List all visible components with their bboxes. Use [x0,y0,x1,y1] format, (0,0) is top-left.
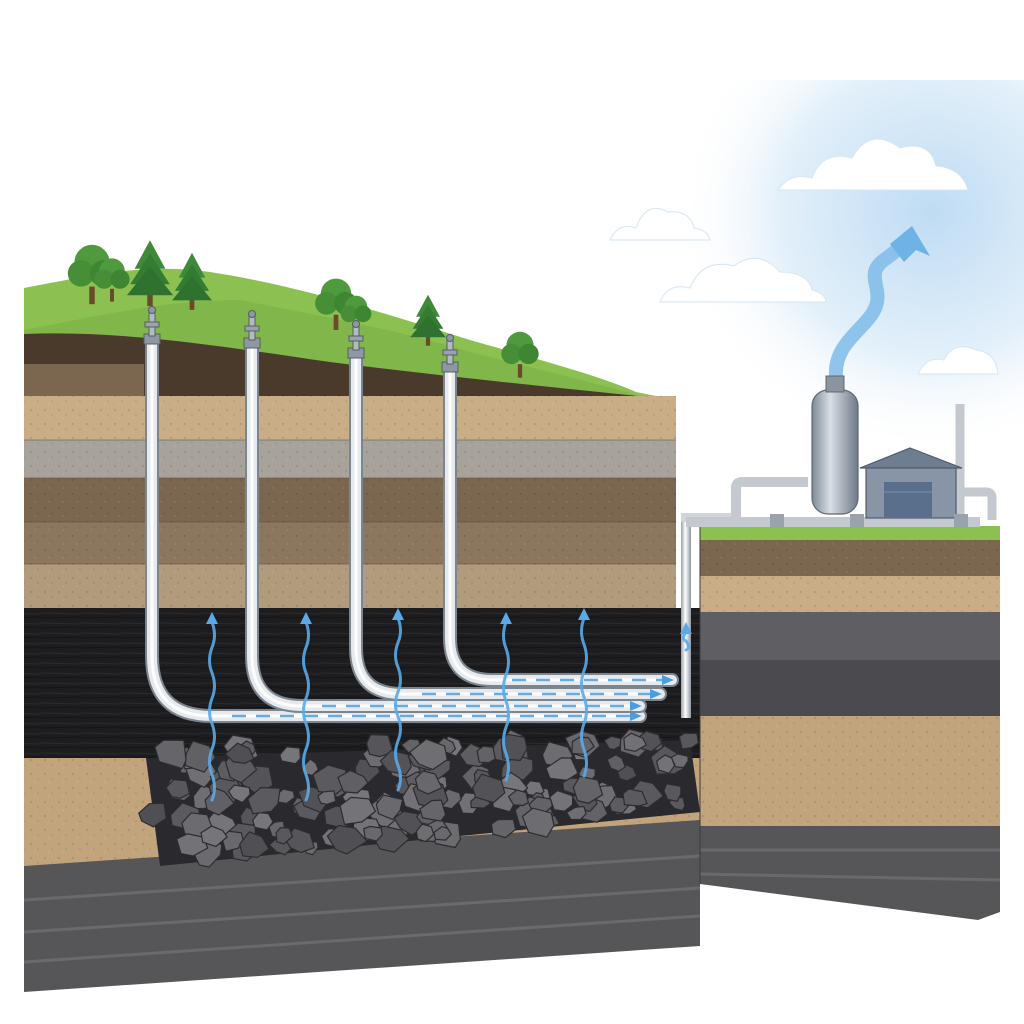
right-strata [700,526,1000,920]
gas-tank-icon [812,376,858,514]
layer-clay-1 [24,364,144,396]
